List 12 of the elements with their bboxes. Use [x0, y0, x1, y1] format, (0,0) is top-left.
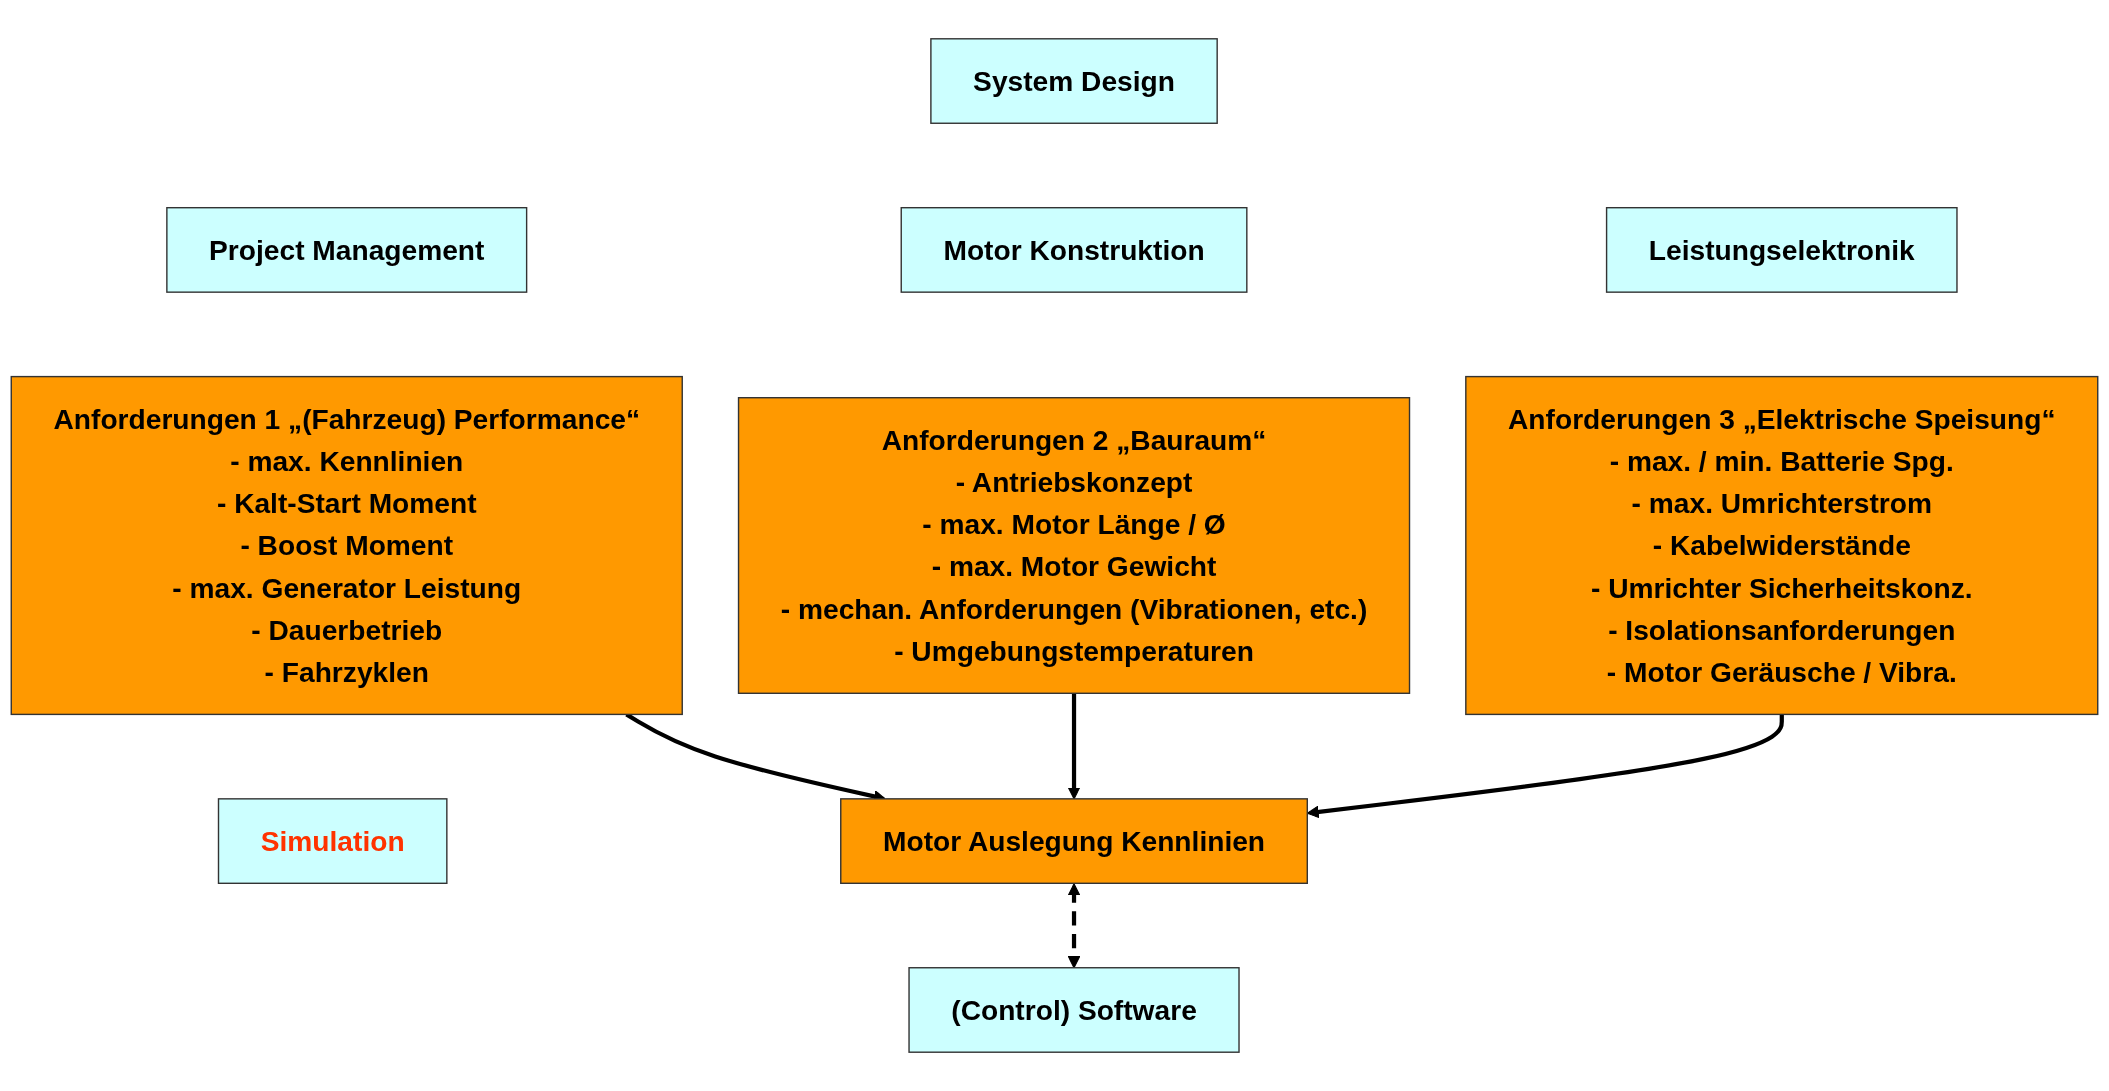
node-box: Leistungselektronik	[1605, 207, 1958, 293]
node-box: Anforderungen 2 „Bauraum“ - Antriebskonzept - max. Motor Länge / Ø - max. Motor Gewicht - mechan. Anforderungen (Vibrationen, etc.) - Umgebungstemperaturen	[737, 397, 1411, 694]
node-box: Simulation	[217, 798, 448, 884]
arrow	[1067, 693, 1081, 800]
node-box: Project Management	[166, 207, 528, 293]
node-box: System Design	[930, 38, 1218, 124]
node-box: (Control) Software	[908, 967, 1240, 1053]
node-box: Anforderungen 1 „(Fahrzeug) Performance“ - max. Kennlinien - Kalt-Start Moment - Boost Moment - max. Generator Leistung - Dauerbetrieb - Fahrzyklen	[10, 375, 683, 716]
node-box: Motor Auslegung Kennlinien	[840, 798, 1308, 884]
node-box: Anforderungen 3 „Elektrische Speisung“ - max. / min. Batterie Spg. - max. Umrichterstrom - Kabelwiderstände - Umrichter Sicherheitskonz. - Isolationsanforderungen - Motor Geräusche / Vibra.	[1465, 375, 2099, 716]
arrow	[1067, 883, 1081, 969]
node-box: Motor Konstruktion	[900, 207, 1248, 293]
